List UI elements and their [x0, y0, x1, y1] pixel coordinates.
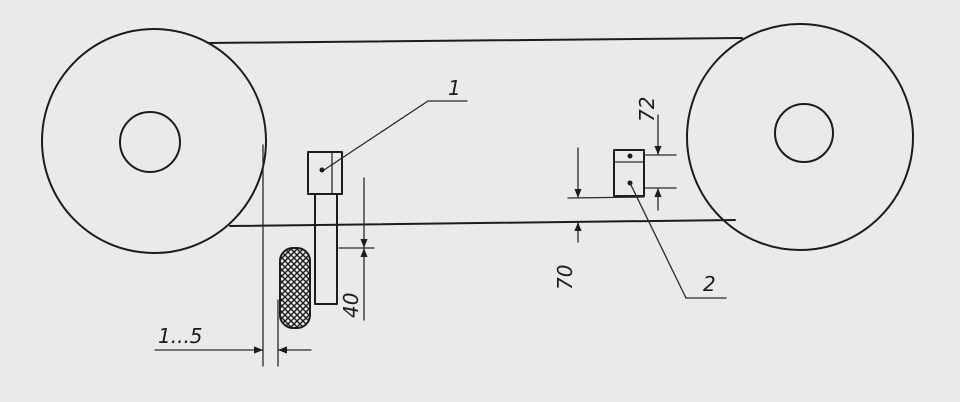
leader-2: 2: [629, 182, 727, 299]
dim-40-label: 40: [339, 293, 363, 318]
part-label-1: 1: [448, 76, 461, 100]
belt-upper-run: [207, 37, 743, 44]
left-pulley-hub: [119, 111, 181, 173]
right-pulley: [686, 23, 914, 251]
dimension-40: 40: [338, 177, 375, 321]
right-pulley-hub: [774, 103, 834, 163]
sensor-arm: [314, 193, 338, 305]
dim-72-label: 72: [635, 97, 659, 122]
sensor-bracket-1: [307, 151, 343, 305]
sensor-bracket-2: [613, 149, 645, 197]
hatched-roller: [279, 247, 311, 329]
belt: [207, 37, 743, 227]
dim-gap-label: 1...5: [158, 324, 203, 348]
leader-1: 1: [323, 76, 468, 171]
dimension-70: 70: [553, 147, 645, 290]
dimension-72: 72: [635, 97, 677, 211]
part-label-2: 2: [703, 272, 716, 296]
dim-70-label: 70: [553, 265, 577, 290]
left-pulley: [41, 28, 267, 254]
belt-lower-run: [229, 219, 736, 227]
dimension-gap: 1...5: [154, 144, 312, 367]
